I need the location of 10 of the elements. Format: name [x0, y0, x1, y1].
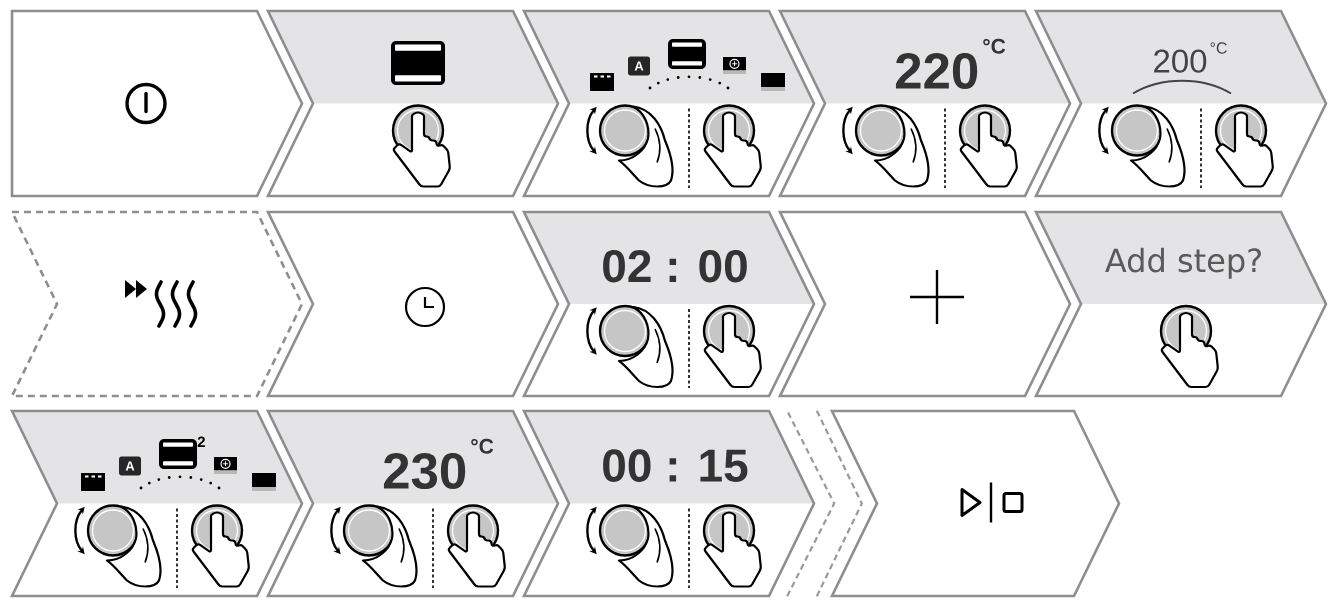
dashed-chevron — [785, 409, 864, 597]
temperature-value: 200$^{°C}$ — [1154, 42, 1227, 73]
time-value: 02 : 00 — [603, 249, 747, 283]
mode-badge: A — [628, 56, 650, 76]
step-number: 2 — [197, 436, 205, 447]
time-value: 00 : 15 — [603, 449, 748, 482]
temperature-value: 220°C — [895, 38, 1006, 89]
mode-badge: A — [119, 456, 141, 476]
prompt-text: Add step? — [1105, 247, 1261, 279]
temperature-value: 230°C — [383, 438, 494, 490]
